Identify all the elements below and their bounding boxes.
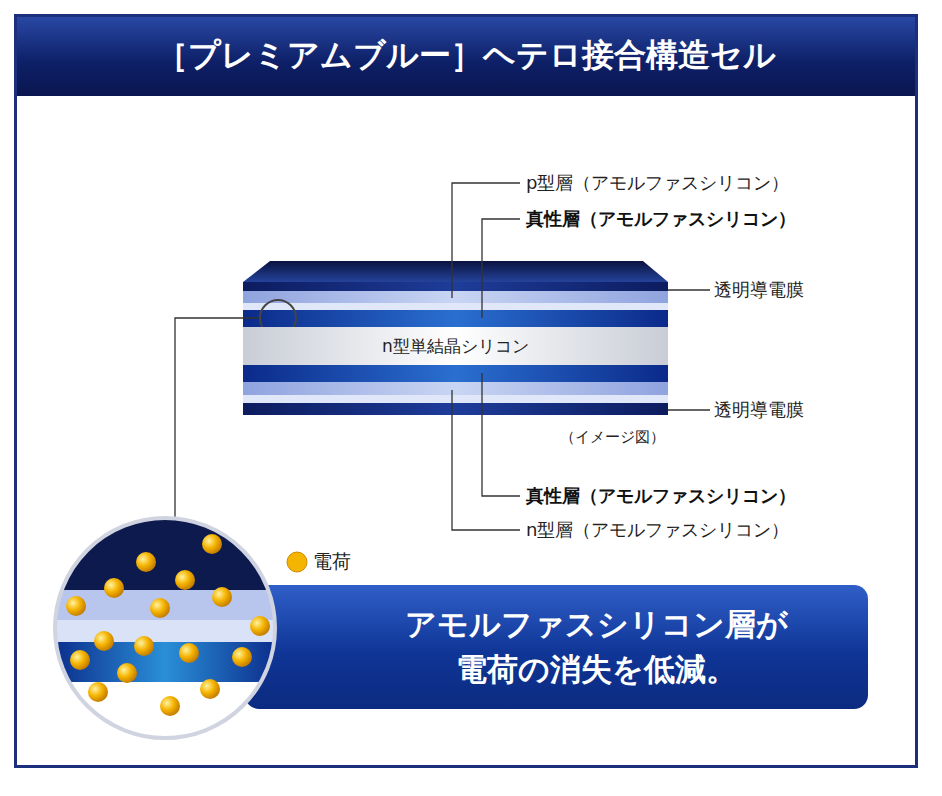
- node-text: アモルファスシリコン層が 電荷の消失を低減。: [387, 602, 807, 692]
- layer-label: 真性層（アモルファスシリコン）: [526, 485, 796, 507]
- callout-box: アモルファスシリコン層が 電荷の消失を低減。: [245, 585, 868, 709]
- legend-text: 電荷: [313, 549, 351, 575]
- layer-label: 透明導電膜: [714, 279, 804, 301]
- node-text: n型単結晶シリコン: [382, 334, 529, 359]
- diagram-title: ［プレミアムブルー］ヘテロ接合構造セル: [14, 14, 918, 96]
- layer-label: 真性層（アモルファスシリコン）: [526, 208, 796, 230]
- layer-label: n型層（アモルファスシリコン）: [526, 519, 789, 541]
- legend-swatch-box: [285, 550, 309, 574]
- legend-swatch: [287, 552, 307, 572]
- image-note: （イメージ図）: [560, 428, 665, 446]
- wafer-band: n型単結晶シリコン: [243, 327, 668, 365]
- layer-label: 透明導電膜: [714, 399, 804, 421]
- layer-label: p型層（アモルファスシリコン）: [526, 172, 789, 194]
